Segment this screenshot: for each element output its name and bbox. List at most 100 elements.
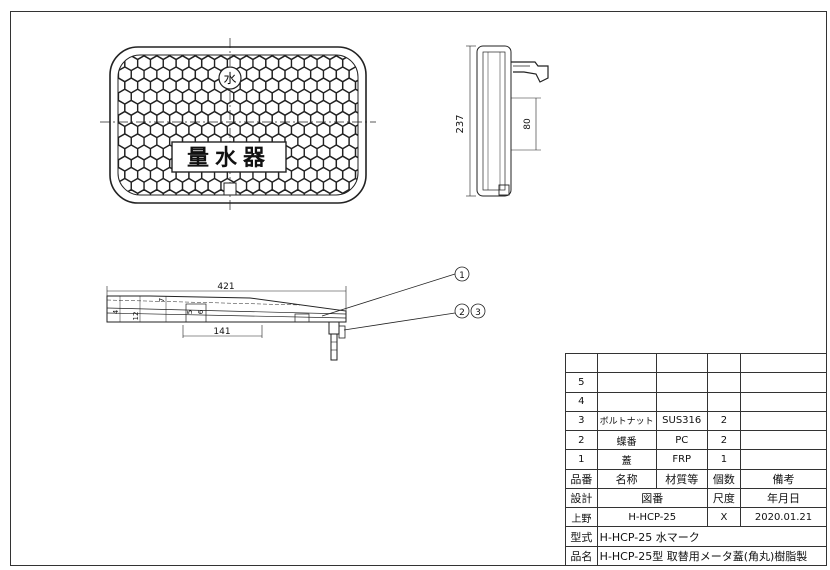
plate-label: 量水器 [187, 146, 271, 171]
hex-cell [278, 189, 292, 195]
dim-6: 6 [197, 309, 205, 314]
part-no: 4 [565, 391, 598, 412]
dim-span: 141 [213, 327, 230, 337]
part-note [739, 410, 828, 432]
dim-12: 12 [132, 312, 140, 321]
parts-row-4: 4 [565, 391, 828, 412]
water-mark-logo: 水 [218, 66, 242, 90]
hex-cell [355, 144, 358, 161]
part-no: 2 [565, 430, 598, 451]
parts-row-5: 5 [565, 372, 828, 393]
hex-grid-pattern [118, 55, 358, 195]
hex-cell [291, 189, 305, 195]
drawing-border [10, 11, 827, 566]
part-no: 1 [565, 449, 598, 470]
scale-label: 尺度 [706, 487, 741, 509]
hex-cell [118, 133, 119, 150]
header-material: 材質等 [655, 468, 708, 489]
hex-cell [137, 189, 151, 195]
balloon-2: 2 [459, 308, 465, 318]
parts-row-blank [565, 352, 828, 374]
hex-cell [355, 166, 358, 183]
part-qty [706, 372, 741, 393]
part-name: ボルトナット [596, 410, 657, 432]
balloon-1: 1 [459, 271, 465, 281]
designer-value: 上野 [565, 507, 598, 528]
hex-cell [355, 99, 358, 116]
hex-cell [118, 111, 119, 127]
hex-cell [118, 66, 119, 83]
cover-top-view [100, 38, 376, 212]
part-material [655, 391, 708, 412]
header-qty: 個数 [706, 468, 741, 489]
part-qty: 2 [706, 430, 741, 451]
hex-cell [303, 189, 318, 195]
model-row: 型式 H-HCP-25 水マーク [565, 526, 828, 547]
model-label: 型式 [565, 526, 598, 547]
dim-hinge-height: 80 [523, 118, 533, 130]
part-name [596, 391, 657, 412]
hex-cell [118, 88, 119, 105]
hex-cell [118, 189, 126, 195]
part-qty: 1 [706, 449, 741, 470]
hex-cell [239, 189, 254, 195]
header-note: 備考 [739, 468, 828, 489]
hex-cell [150, 189, 164, 195]
part-no: 5 [565, 372, 598, 393]
part-material: SUS316 [655, 410, 708, 432]
product-label: 品名 [565, 545, 598, 567]
part-qty: 2 [706, 410, 741, 432]
hex-cell [252, 189, 267, 195]
hex-cell [118, 55, 132, 60]
scale-value: X [706, 507, 741, 528]
dim-7: 7 [158, 298, 166, 302]
hex-cell [348, 178, 358, 194]
date-value: 2020.01.21 [739, 507, 828, 528]
parts-row-2: 2 蝶番 PC 2 [565, 430, 828, 451]
hex-cell [316, 189, 331, 195]
part-no: 3 [565, 410, 598, 432]
model-value: H-HCP-25 水マーク [596, 526, 828, 547]
hex-cell [355, 122, 358, 138]
balloon-3: 3 [475, 308, 481, 318]
part-note [739, 449, 828, 470]
hex-cell [162, 189, 177, 195]
dim-length-total: 421 [217, 282, 234, 292]
part-note [739, 391, 828, 412]
hex-cell [355, 55, 358, 72]
part-note [739, 372, 828, 393]
product-row: 品名 H-HCP-25型 取替用メータ蓋(角丸)樹脂製 [565, 545, 828, 567]
design-label: 設計 [565, 487, 598, 509]
part-name: 蝶番 [596, 430, 657, 451]
parts-row-1: 1 蓋 FRP 1 [565, 449, 828, 470]
part-material [655, 372, 708, 393]
dim-height-total: 237 [455, 114, 466, 133]
drawing-no-value: H-HCP-25 [596, 507, 708, 528]
part-material: PC [655, 430, 708, 451]
hex-cell [265, 189, 279, 195]
hex-cell [355, 189, 358, 195]
approval-label-row: 設計 図番 尺度 年月日 [565, 487, 828, 509]
header-name: 名称 [596, 468, 657, 489]
part-note [739, 430, 828, 451]
title-block: 5 4 3 ボルトナット SUS316 2 2 蝶番 PC 2 [565, 352, 828, 567]
hex-cell [118, 155, 119, 172]
date-label: 年月日 [739, 487, 828, 509]
cover-front-view [106, 286, 347, 361]
drawing-no-label: 図番 [596, 487, 708, 509]
approval-value-row: 上野 H-HCP-25 X 2020.01.21 [565, 507, 828, 528]
hex-cell [175, 189, 190, 195]
part-name: 蓋 [596, 449, 657, 470]
hex-cell [188, 189, 203, 195]
part-material: FRP [655, 449, 708, 470]
part-name [596, 372, 657, 393]
meter-label-plate: 量水器 [171, 141, 287, 173]
parts-header-row: 品番 名称 材質等 個数 備考 [565, 468, 828, 489]
dim-4: 4 [112, 309, 120, 314]
dim-5: 5 [186, 310, 194, 314]
hex-cell [355, 77, 358, 94]
logo-char: 水 [223, 72, 236, 87]
part-qty [706, 391, 741, 412]
